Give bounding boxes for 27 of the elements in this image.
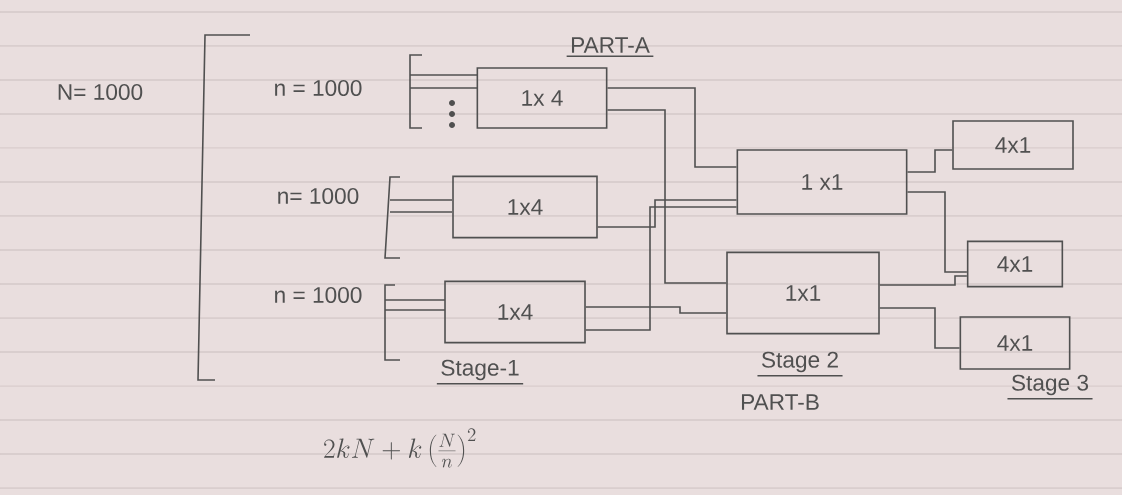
switch-box: 1x4 [452, 175, 598, 239]
underlined-label: Stage-1 [436, 359, 524, 385]
connector-line [879, 275, 968, 286]
text-label: N= 1000 [58, 83, 143, 101]
connector-line [906, 191, 968, 273]
switch-box: 1 x1 [736, 149, 908, 215]
switch-box: 1x4 [444, 280, 586, 344]
text-label: PART-B [742, 394, 819, 410]
switch-box: 1x1 [726, 251, 880, 335]
text-label: n = 1000 [275, 79, 362, 97]
connector-line [879, 307, 961, 349]
switch-box: 1x 4 [476, 67, 608, 129]
switch-box: 4x1 [959, 316, 1071, 370]
underlined-label: Stage 2 [756, 351, 844, 377]
formula: $2kN + k\left(\frac{N}{n}\right)^{2}$ [324, 428, 476, 468]
connector-line [906, 149, 953, 173]
connector-line [597, 199, 738, 228]
underlined-label: Stage 3 [1006, 374, 1094, 400]
connector-line [585, 206, 738, 331]
text-label: n= 1000 [278, 187, 359, 205]
underlined-label: PART-A [566, 37, 655, 57]
text-label: n = 1000 [275, 286, 362, 304]
connector-line [585, 306, 727, 314]
switch-box: 4x1 [966, 240, 1064, 288]
connector-line [606, 87, 738, 168]
switch-box: 4x1 [952, 120, 1074, 170]
connector-line [606, 109, 727, 284]
